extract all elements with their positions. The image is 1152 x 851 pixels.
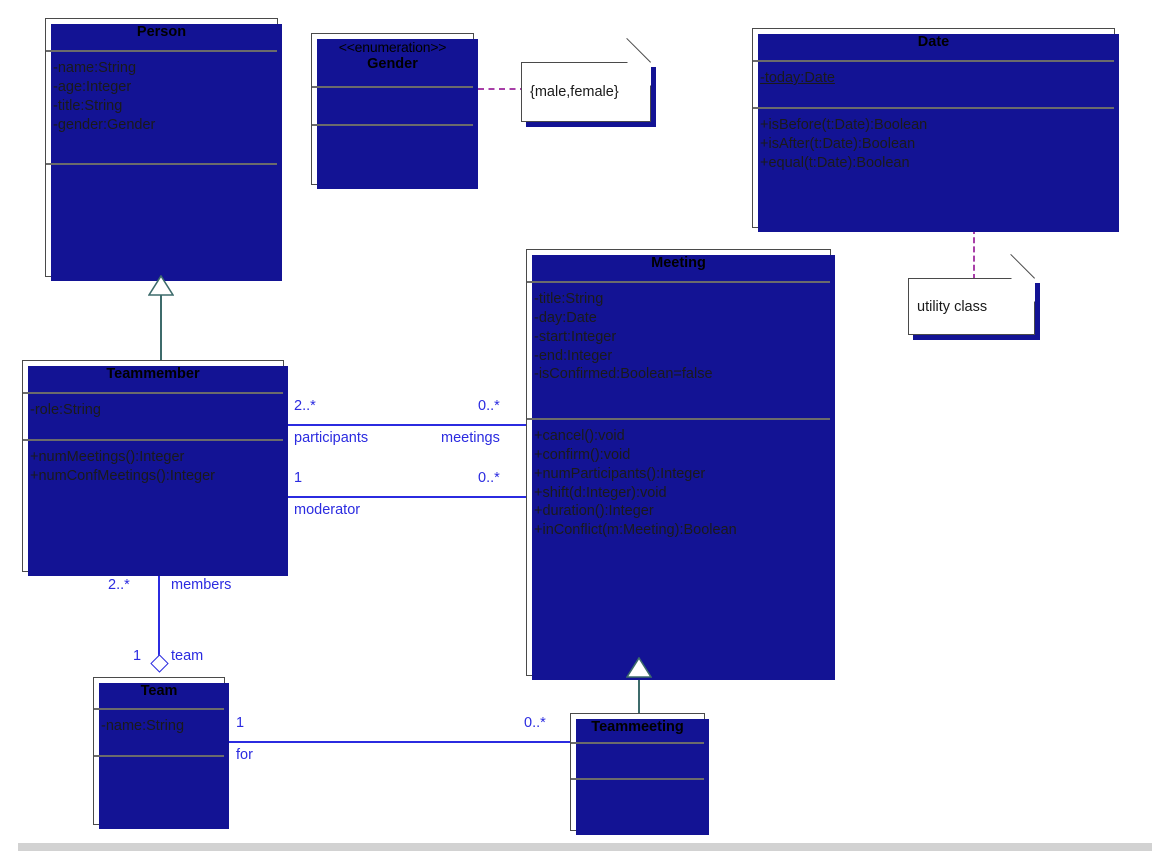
attribute-row-static: -today:Date [760, 70, 835, 86]
multiplicity-participants: 2..* [294, 398, 316, 414]
class-attributes-teammeeting [571, 744, 704, 780]
class-operations-gender [312, 126, 473, 140]
generalization-arrow-person [148, 275, 174, 296]
attribute-row: -name:String [53, 60, 137, 76]
attribute-row: -gender:Gender [53, 116, 156, 133]
class-name-meeting: Meeting [651, 255, 706, 271]
note-body: {male,female} [521, 37, 651, 122]
class-attributes-person: -name:String -age:Integer -title:String … [46, 52, 277, 165]
class-attributes-meeting: -title:String -day:Date -start:Integer -… [527, 283, 830, 420]
dependency-line-date-note [973, 228, 975, 280]
attribute-row: -isConfirmed:Boolean=false [534, 366, 713, 383]
aggregation-diamond-team [150, 654, 169, 673]
footer-bar [18, 843, 1152, 851]
role-label-meetings: meetings [441, 430, 500, 446]
attribute-row: -day:Date [534, 309, 597, 326]
operation-row: +numConfMeetings():Integer [30, 467, 215, 484]
association-line-moderator [284, 496, 527, 498]
role-label-participants: participants [294, 430, 369, 446]
multiplicity-moderator-source: 1 [294, 470, 303, 486]
class-box-date[interactable]: Date -today:Date +isBefore(t:Date):Boole… [752, 28, 1119, 232]
role-label-moderator: moderator [294, 502, 361, 518]
generalization-arrow-meeting [626, 657, 652, 678]
class-operations-date: +isBefore(t:Date):Boolean +isAfter(t:Dat… [753, 109, 1114, 180]
class-name-teammeeting: Teammeeting [591, 719, 684, 735]
attribute-row: -name:String [101, 718, 185, 734]
class-box-teammember[interactable]: Teammember -role:String +numMeetings():I… [22, 360, 288, 576]
operation-row: +numMeetings():Integer [30, 449, 185, 465]
note-fold-line [626, 37, 651, 63]
class-name-team: Team [140, 683, 178, 699]
class-box-meeting[interactable]: Meeting -title:String -day:Date -start:I… [526, 249, 835, 680]
class-name-teammember: Teammember [106, 366, 200, 382]
generalization-line-teammember-person [160, 292, 162, 360]
class-title-date: Date [753, 29, 1114, 62]
attribute-row: -title:String [53, 97, 123, 114]
dependency-line-gender-note [478, 88, 526, 90]
class-attributes-date: -today:Date [753, 62, 1114, 109]
association-line-team-members [158, 572, 160, 664]
class-title-gender: <<enumeration>> Gender [312, 34, 473, 88]
multiplicity-team-for: 1 [236, 715, 245, 731]
note-body: utility class [908, 253, 1035, 335]
class-attributes-teammember: -role:String [23, 394, 283, 441]
class-attributes-gender [312, 88, 473, 126]
class-title-teammeeting: Teammeeting [571, 714, 704, 744]
class-name-date: Date [917, 34, 950, 50]
attribute-row: -start:Integer [534, 328, 617, 345]
generalization-line-teammeeting-meeting [638, 676, 640, 714]
multiplicity-teammeeting: 0..* [524, 715, 546, 731]
operation-row: +isBefore(t:Date):Boolean [760, 117, 928, 133]
multiplicity-meetings: 0..* [478, 398, 500, 414]
role-label-for: for [236, 747, 253, 763]
attribute-row: -role:String [30, 402, 101, 418]
note-fold-line [1010, 253, 1035, 279]
attribute-row: -title:String [534, 291, 604, 307]
operation-row: +duration():Integer [534, 503, 654, 520]
note-text: utility class [917, 298, 988, 315]
class-operations-team [94, 757, 224, 771]
class-name-gender: Gender [367, 55, 418, 72]
class-attributes-team: -name:String [94, 710, 224, 757]
note-fold-icon [1011, 278, 1035, 302]
operation-row: +equal(t:Date):Boolean [760, 154, 910, 171]
class-stereotype-gender: <<enumeration>> [338, 39, 447, 55]
operation-row: +cancel():void [534, 428, 625, 444]
role-label-members: members [171, 577, 232, 593]
operation-row: +confirm():void [534, 446, 631, 463]
class-box-gender[interactable]: <<enumeration>> Gender [311, 33, 478, 189]
class-title-meeting: Meeting [527, 250, 830, 283]
class-title-teammember: Teammember [23, 361, 283, 394]
attribute-row: -age:Integer [53, 78, 132, 95]
class-operations-person [46, 165, 277, 179]
association-line-participants-meetings [284, 424, 527, 426]
multiplicity-members: 2..* [108, 577, 130, 593]
attribute-row: -end:Integer [534, 347, 613, 364]
class-operations-teammeeting [571, 780, 704, 794]
class-box-team[interactable]: Team -name:String [93, 677, 229, 829]
note-gender-values[interactable]: {male,female} [521, 37, 656, 127]
multiplicity-team: 1 [133, 648, 142, 664]
class-title-team: Team [94, 678, 224, 710]
operation-row: +shift(d:Integer):void [534, 484, 667, 501]
association-line-team-teammeeting [225, 741, 570, 743]
note-date-utility[interactable]: utility class [908, 253, 1040, 340]
class-box-teammeeting[interactable]: Teammeeting [570, 713, 709, 835]
operation-row: +isAfter(t:Date):Boolean [760, 135, 916, 152]
class-name-person: Person [136, 24, 187, 40]
role-label-team: team [171, 648, 204, 664]
operation-row: +numParticipants():Integer [534, 465, 706, 482]
operation-row: +inConflict(m:Meeting):Boolean [534, 522, 737, 539]
class-operations-teammember: +numMeetings():Integer +numConfMeetings(… [23, 441, 283, 493]
note-text: {male,female} [530, 84, 619, 100]
multiplicity-moderator-target: 0..* [478, 470, 500, 486]
class-title-person: Person [46, 19, 277, 52]
class-operations-meeting: +cancel():void +confirm():void +numParti… [527, 420, 830, 547]
note-fold-icon [627, 62, 651, 86]
class-box-person[interactable]: Person -name:String -age:Integer -title:… [45, 18, 282, 281]
